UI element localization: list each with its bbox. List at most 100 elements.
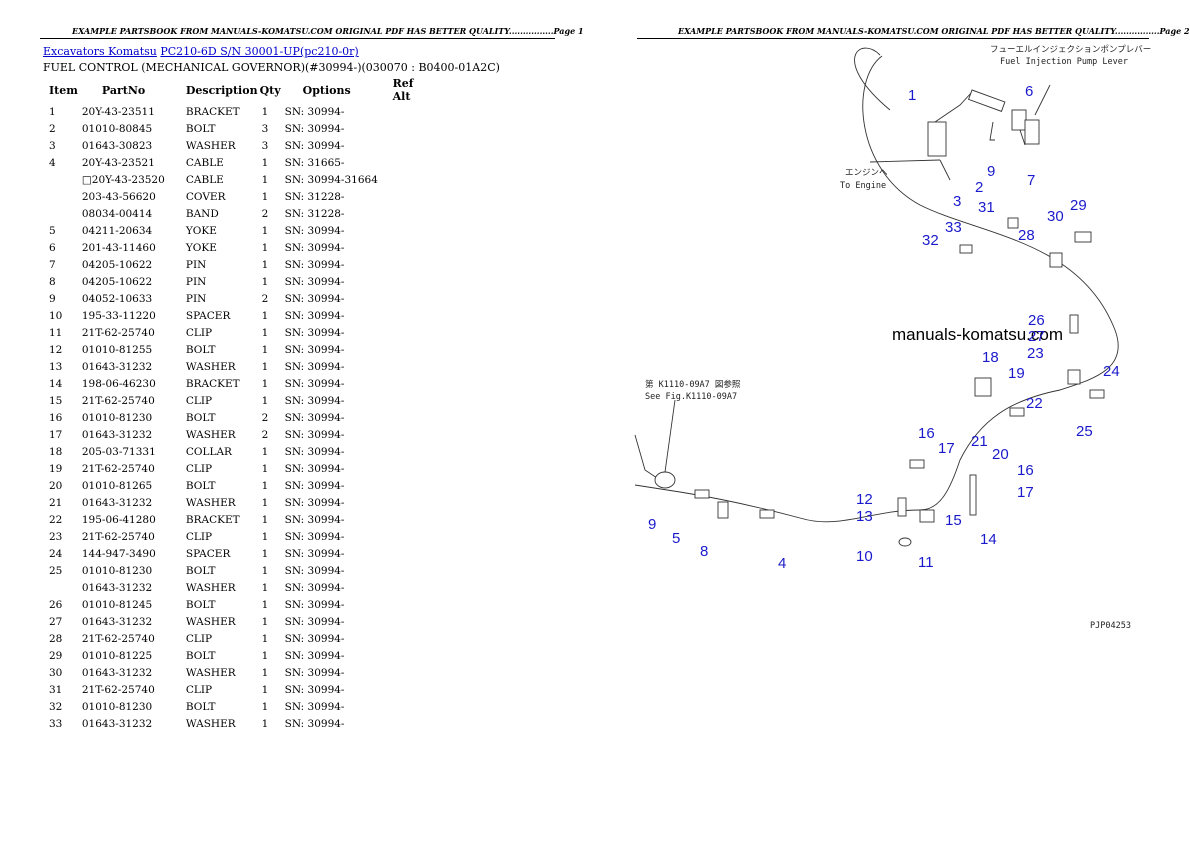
breadcrumb-link-model[interactable]: PC210-6D S/N 30001-UP(pc210-0r)	[160, 45, 359, 58]
callout-17: 17	[938, 440, 955, 457]
cell-description: BRACKET	[185, 377, 240, 390]
cell-item: 19	[49, 462, 63, 475]
cell-qty: 1	[261, 479, 269, 492]
cell-partno: 205-03-71331	[81, 445, 156, 458]
cell-item: 17	[49, 428, 63, 441]
callout-9b: 9	[648, 516, 656, 533]
cell-options: SN: 30994-	[284, 632, 345, 645]
cell-item	[43, 188, 80, 205]
bolt-26	[1069, 314, 1079, 334]
cell-qty: 1	[261, 632, 269, 645]
cell-partno: 21T-62-25740	[81, 326, 155, 339]
pin-8	[717, 501, 729, 519]
cell-ref-alt	[391, 698, 435, 715]
cell-options: SN: 31228-	[284, 207, 345, 220]
cell-qty: 1	[261, 224, 269, 237]
cell-description: BRACKET	[185, 105, 240, 118]
cell-item	[43, 579, 80, 596]
cell-options: SN: 30994-	[284, 309, 345, 322]
cell-ref-alt	[391, 103, 435, 120]
cell-partno: 203-43-56620	[81, 190, 156, 203]
cell-description: CLIP	[185, 683, 213, 696]
callout-25: 25	[1076, 423, 1093, 440]
cable-end-fitting-top	[968, 89, 1006, 112]
cell-description: CLIP	[185, 530, 213, 543]
cell-options: SN: 30994-	[284, 224, 345, 237]
cell-ref-alt	[391, 528, 435, 545]
cell-qty: 1	[261, 598, 269, 611]
cell-ref-alt	[391, 647, 435, 664]
cell-options: SN: 30994-	[284, 615, 345, 628]
cell-description: CLIP	[185, 326, 213, 339]
cell-item: 4	[49, 156, 56, 169]
cell-partno: 04205-10622	[81, 258, 153, 271]
cell-qty: 1	[261, 105, 269, 118]
yoke-6	[1011, 109, 1027, 131]
cell-qty: 1	[261, 530, 269, 543]
cell-item: 26	[49, 598, 63, 611]
bracket-22	[1067, 369, 1081, 385]
cell-qty: 3	[261, 139, 269, 152]
clip-15	[919, 509, 935, 523]
callout-23: 23	[1027, 345, 1044, 362]
pump-lever-7	[1024, 119, 1040, 145]
cell-partno: 195-33-11220	[81, 309, 156, 322]
cell-ref-alt	[391, 222, 435, 239]
cell-item: 28	[49, 632, 63, 645]
cell-partno: 144-947-3490	[81, 547, 156, 560]
cell-qty: 2	[261, 428, 269, 441]
callout-1: 1	[908, 87, 916, 104]
cell-description: BOLT	[185, 564, 216, 577]
cell-partno: 01643-31232	[81, 360, 153, 373]
cell-options: SN: 30994-	[284, 139, 345, 152]
cell-description: WASHER	[185, 496, 236, 509]
cell-ref-alt	[391, 443, 435, 460]
cell-ref-alt	[391, 239, 435, 256]
cell-item: 18	[49, 445, 63, 458]
cell-item: 1	[49, 105, 56, 118]
cell-partno: 198-06-46230	[81, 377, 156, 390]
cell-ref-alt	[391, 307, 435, 324]
cell-description: WASHER	[185, 581, 236, 594]
bolt-29	[1074, 231, 1092, 243]
cell-item: 30	[49, 666, 63, 679]
cell-partno: 01010-80845	[81, 122, 153, 135]
cell-options: SN: 30994-	[284, 105, 345, 118]
cell-partno: 01010-81230	[81, 411, 153, 424]
clip-31	[1007, 217, 1019, 229]
leader-pump-lever	[1034, 84, 1051, 116]
cell-partno: 01010-81230	[81, 700, 153, 713]
cell-ref-alt	[391, 562, 435, 579]
cell-options: SN: 30994-	[284, 683, 345, 696]
cell-ref-alt	[391, 137, 435, 154]
cell-qty: 1	[261, 394, 269, 407]
cell-ref-alt	[391, 630, 435, 647]
cell-description: CABLE	[185, 173, 224, 186]
cell-ref-alt	[391, 205, 435, 222]
cell-ref-alt	[391, 120, 435, 137]
cable-end-left	[634, 484, 681, 493]
bolt-32	[959, 244, 973, 254]
bolt-16a	[909, 459, 925, 469]
cell-qty: 1	[261, 326, 269, 339]
cell-ref-alt	[391, 154, 435, 171]
cell-ref-alt	[391, 273, 435, 290]
cell-description: CLIP	[185, 632, 213, 645]
breadcrumb-link-excavators[interactable]: Excavators Komatsu	[43, 45, 157, 58]
cell-qty: 1	[261, 462, 269, 475]
